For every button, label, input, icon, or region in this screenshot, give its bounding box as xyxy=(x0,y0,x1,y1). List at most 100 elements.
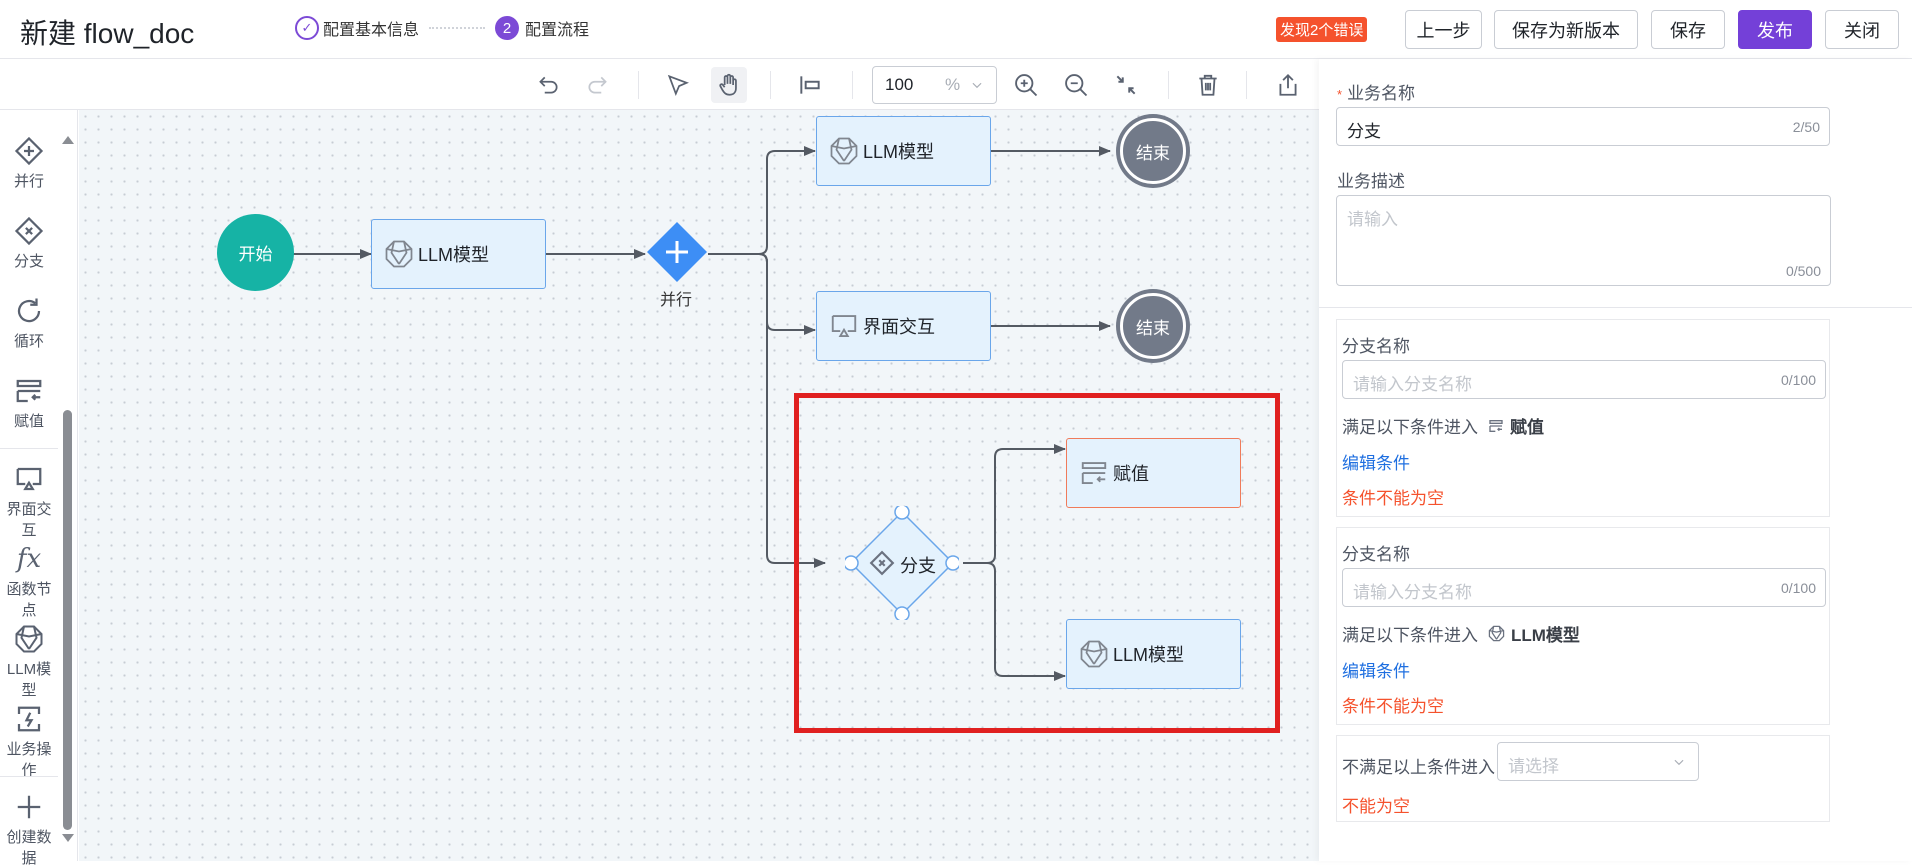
business-name-value: 分支 xyxy=(1347,122,1381,141)
palette-item-ui[interactable]: 界面交互 xyxy=(0,464,58,540)
end-node-1[interactable]: 结束 xyxy=(1120,118,1186,184)
name-label: * 业务名称 xyxy=(1337,79,1415,104)
scroll-up-arrow[interactable] xyxy=(62,136,74,144)
branch-card-1: 分支名称 请输入分支名称 0/100 满足以下条件进入 赋值 编辑条件 条件不能… xyxy=(1336,319,1830,517)
palette-item-parallel[interactable]: 并行 xyxy=(0,136,58,191)
zoom-out-icon[interactable] xyxy=(1058,67,1094,103)
palette-item-assign[interactable]: 赋值 xyxy=(0,376,58,431)
toolbar-divider xyxy=(1246,71,1247,99)
branch-name-label: 分支名称 xyxy=(1342,545,1410,564)
palette-item-business-op[interactable]: 业务操作 xyxy=(0,704,58,780)
branch-name-count: 0/100 xyxy=(1780,580,1816,596)
business-name-input[interactable]: 分支 2/50 xyxy=(1336,107,1830,146)
required-mark: * xyxy=(1337,87,1343,102)
palette-item-loop[interactable]: 循环 xyxy=(0,296,58,351)
branch-gateway-icon xyxy=(14,216,44,246)
default-branch-card: 不满足以上条件进入 请选择 不能为空 xyxy=(1336,735,1830,822)
end-node-2[interactable]: 结束 xyxy=(1120,293,1186,359)
condition-target: LLM模型 xyxy=(1511,626,1580,645)
branch-name-placeholder: 请输入分支名称 xyxy=(1353,375,1472,394)
error-badge[interactable]: 发现2个错误 xyxy=(1276,17,1368,42)
branch-card-2: 分支名称 请输入分支名称 0/100 满足以下条件进入 LLM模型 编辑条件 条… xyxy=(1336,527,1830,725)
check-icon: ✓ xyxy=(295,16,319,40)
align-icon[interactable] xyxy=(792,67,828,103)
branch-name-input[interactable]: 请输入分支名称 0/100 xyxy=(1342,360,1826,399)
palette-item-llm[interactable]: LLM模型 xyxy=(0,624,58,700)
canvas-toolbar xyxy=(0,59,1319,110)
business-desc-textarea[interactable]: 请输入 0/500 xyxy=(1336,195,1831,286)
save-new-version-button[interactable]: 保存为新版本 xyxy=(1494,10,1638,49)
edge-parallel-llmtop xyxy=(708,146,816,255)
delete-icon[interactable] xyxy=(1190,67,1226,103)
save-button[interactable]: 保存 xyxy=(1651,10,1725,49)
llm-icon xyxy=(1488,625,1505,642)
branch-gateway-node[interactable]: 分支 xyxy=(845,506,959,620)
llm-node-1[interactable]: LLM模型 xyxy=(371,219,546,289)
zoom-level-select[interactable]: 100 % xyxy=(872,66,997,104)
step-2-number: 2 xyxy=(495,16,520,40)
step-divider xyxy=(429,27,486,29)
prev-step-button[interactable]: 上一步 xyxy=(1405,10,1482,49)
node-label: LLM模型 xyxy=(1113,645,1185,665)
ui-interaction-node[interactable]: 界面交互 xyxy=(816,291,991,361)
assign-icon xyxy=(1489,419,1503,432)
step-1-label[interactable]: 配置基本信息 xyxy=(323,22,420,39)
branch-gateway-icon xyxy=(869,550,895,576)
edge-branch-llm xyxy=(986,562,1066,681)
palette-item-create-data[interactable]: 创建数据 xyxy=(0,792,58,868)
redo-icon[interactable] xyxy=(580,67,616,103)
toolbar-divider xyxy=(852,71,853,99)
page-title: 新建 flow_doc xyxy=(20,18,195,49)
branch-name-label: 分支名称 xyxy=(1342,337,1410,356)
branch-name-input[interactable]: 请输入分支名称 0/100 xyxy=(1342,568,1826,607)
palette-label: 创建数据 xyxy=(6,829,52,867)
name-label-text: 业务名称 xyxy=(1347,84,1416,103)
hand-pan-icon[interactable] xyxy=(711,67,747,103)
branch-diamond xyxy=(845,506,959,620)
start-label: 开始 xyxy=(238,245,273,264)
palette-label: 业务操作 xyxy=(6,741,52,779)
parallel-gateway-label: 并行 xyxy=(660,292,693,309)
flow-canvas[interactable]: 开始 LLM模型 并行 LLM模型 结束 界面交互 结束 分支 赋值 xyxy=(79,110,1319,861)
palette-label: 函数节点 xyxy=(6,581,52,619)
palette-divider xyxy=(0,448,58,449)
assign-node[interactable]: 赋值 xyxy=(1066,438,1241,508)
palette-item-function[interactable]: fx 函数节点 xyxy=(0,544,58,620)
undo-icon[interactable] xyxy=(530,67,566,103)
zoom-unit: % xyxy=(945,75,961,94)
panel-divider xyxy=(1319,307,1912,308)
condition-target: 赋值 xyxy=(1510,418,1544,437)
palette-item-branch[interactable]: 分支 xyxy=(0,216,58,271)
llm-icon xyxy=(830,137,858,165)
close-button[interactable]: 关闭 xyxy=(1825,10,1899,49)
parallel-gateway-icon xyxy=(14,136,44,166)
default-branch-placeholder: 请选择 xyxy=(1508,757,1559,776)
parallel-gateway-node[interactable] xyxy=(647,222,707,282)
branch-name-placeholder: 请输入分支名称 xyxy=(1353,583,1472,602)
node-label: 分支 xyxy=(900,556,936,576)
business-op-icon xyxy=(17,706,41,732)
palette-divider xyxy=(0,776,58,777)
export-icon[interactable] xyxy=(1270,67,1306,103)
publish-button[interactable]: 发布 xyxy=(1738,10,1812,49)
desc-placeholder: 请输入 xyxy=(1347,210,1398,229)
edit-condition-link[interactable]: 编辑条件 xyxy=(1342,662,1410,681)
llm-node-top[interactable]: LLM模型 xyxy=(816,116,991,186)
edit-condition-link[interactable]: 编辑条件 xyxy=(1342,454,1410,473)
palette-scrollbar[interactable] xyxy=(63,410,72,830)
toolbar-divider xyxy=(1168,71,1169,99)
llm-icon xyxy=(15,625,43,653)
fit-view-icon[interactable] xyxy=(1108,67,1144,103)
zoom-in-icon[interactable] xyxy=(1008,67,1044,103)
zoom-value: 100 xyxy=(885,75,914,94)
llm-node-branch[interactable]: LLM模型 xyxy=(1066,619,1241,689)
condition-error: 条件不能为空 xyxy=(1342,489,1444,508)
step-2-label[interactable]: 配置流程 xyxy=(525,22,590,39)
start-node[interactable]: 开始 xyxy=(217,214,294,291)
loop-icon xyxy=(17,298,41,323)
scroll-down-arrow[interactable] xyxy=(62,834,74,842)
default-branch-select[interactable]: 请选择 xyxy=(1497,742,1699,781)
default-branch-error: 不能为空 xyxy=(1342,797,1410,816)
select-pointer-icon[interactable] xyxy=(660,67,696,103)
palette-label: 循环 xyxy=(13,333,44,350)
